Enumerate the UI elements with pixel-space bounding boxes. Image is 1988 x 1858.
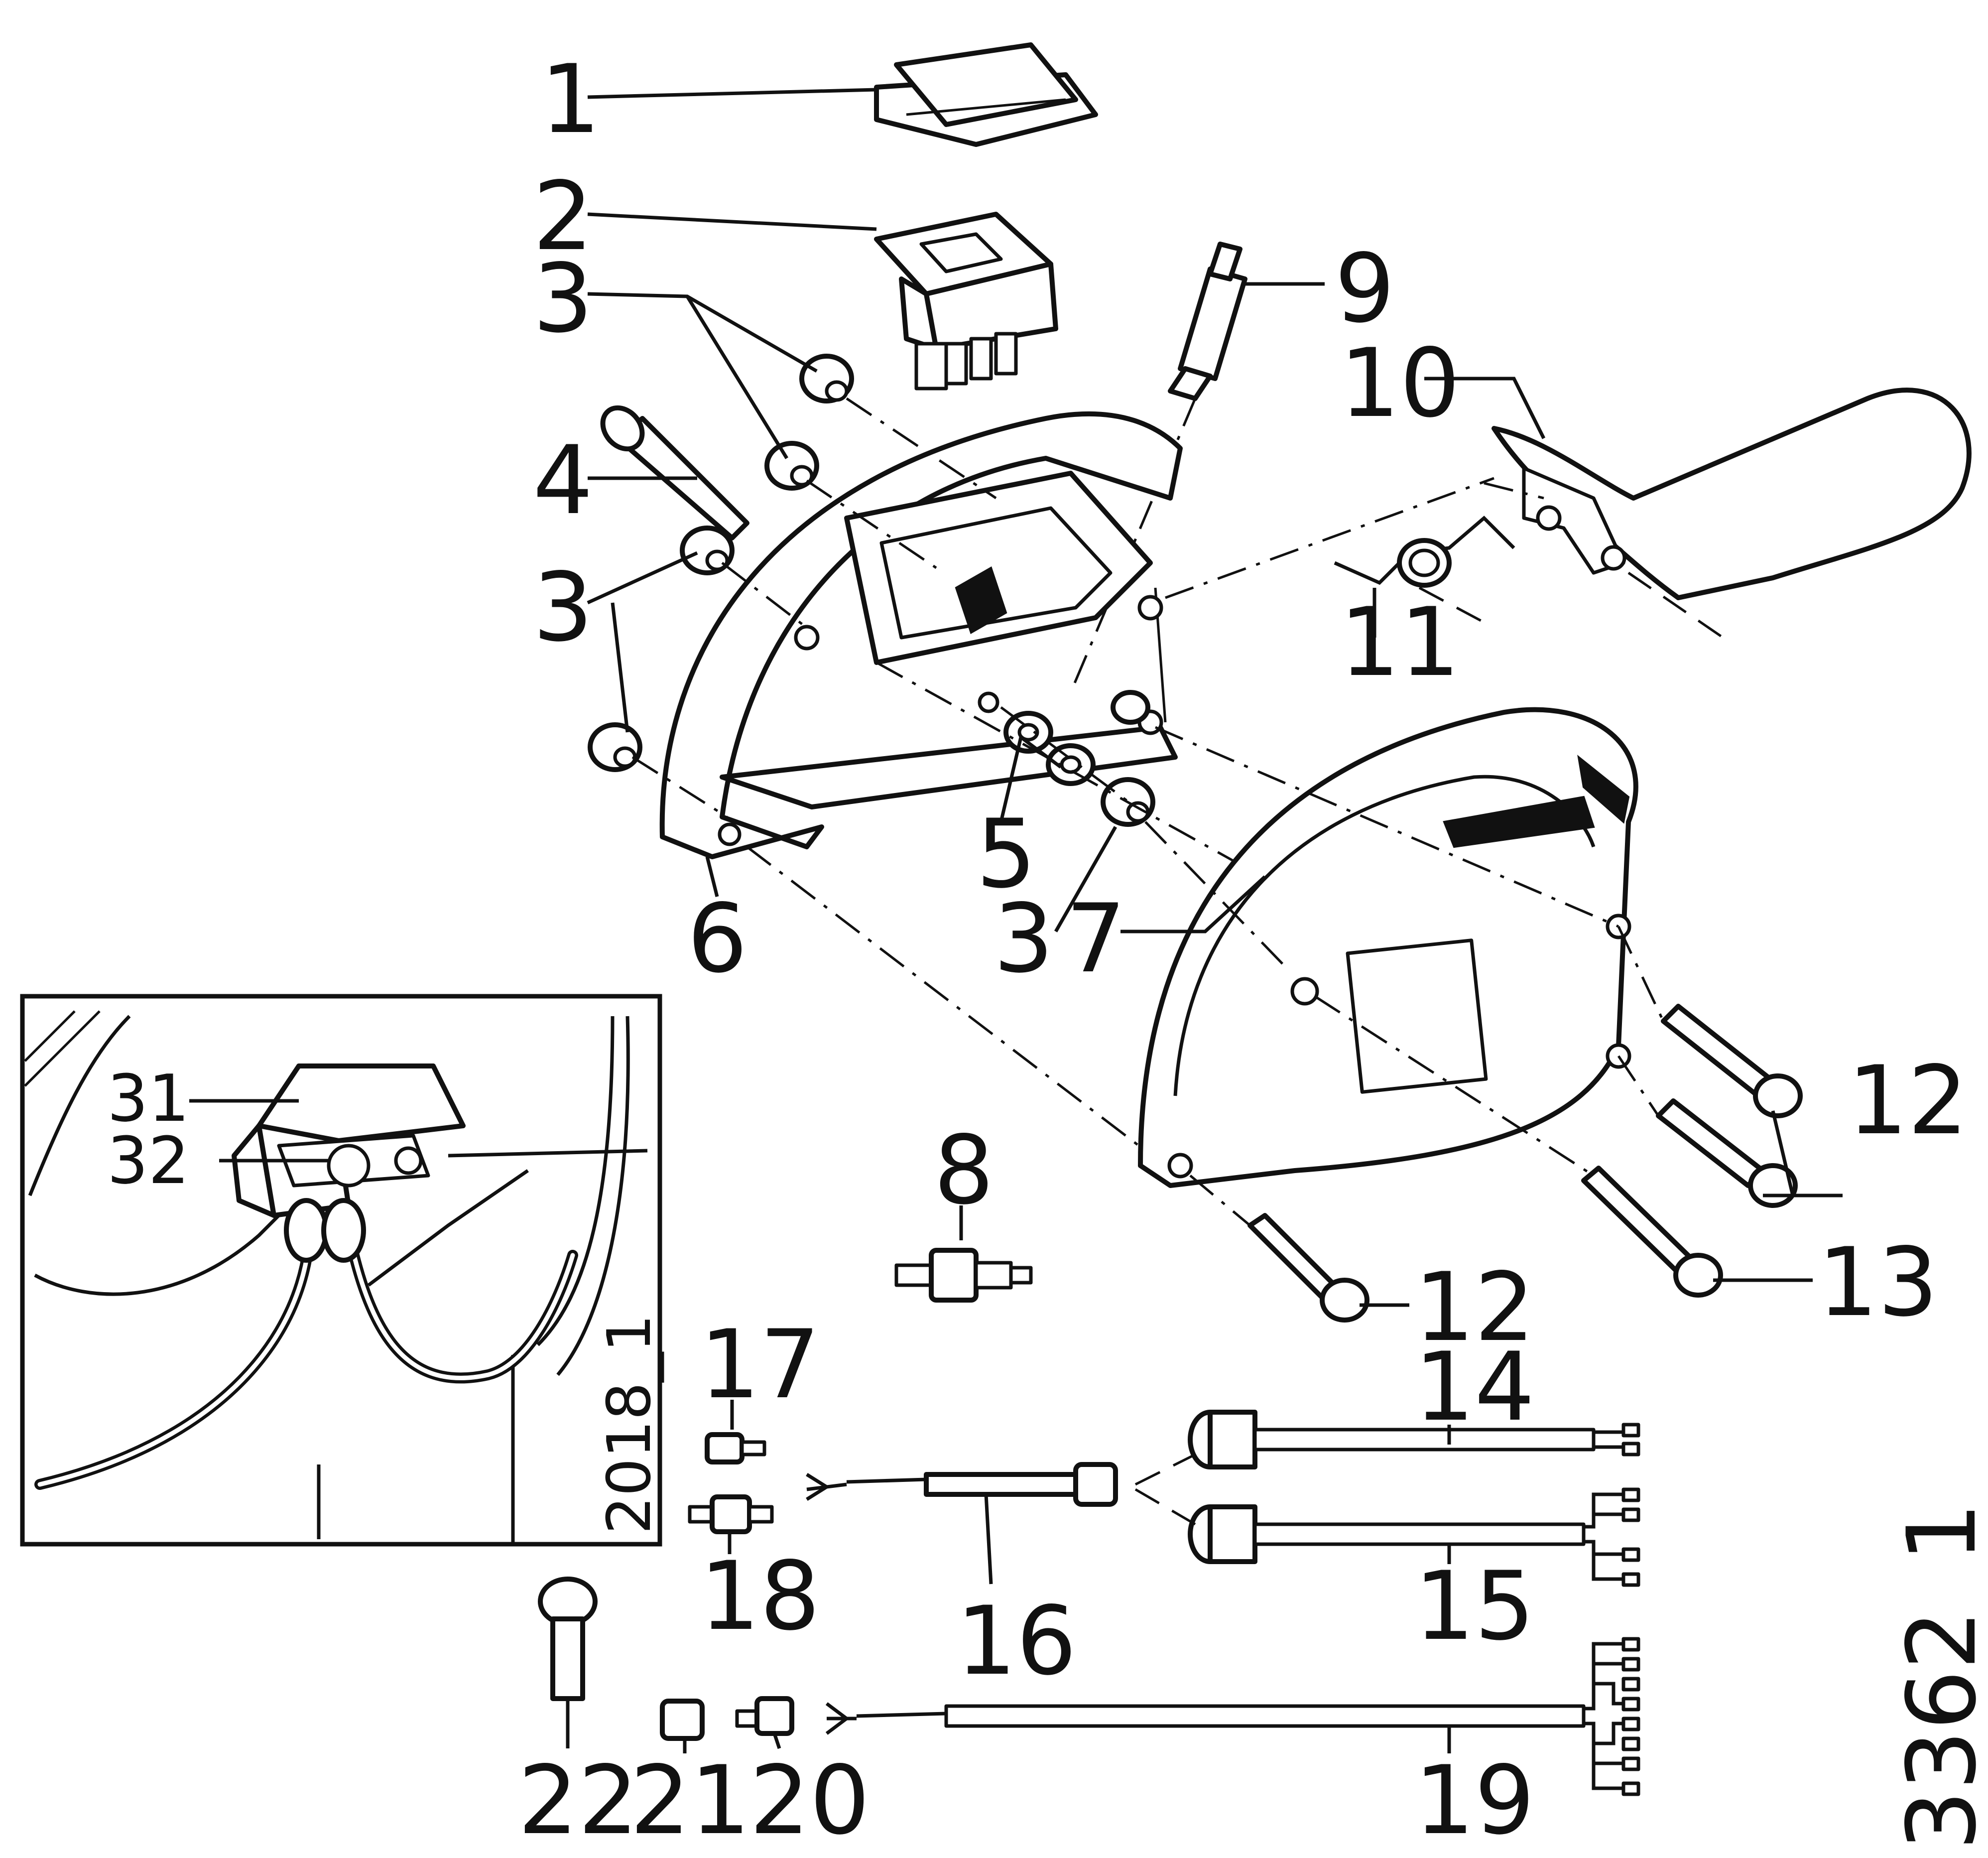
part-11-spring (1334, 516, 1515, 588)
callout-8: 8 (934, 1115, 994, 1225)
inset-ref-code: 2018_1 (595, 1314, 664, 1534)
part-21-sleeve (660, 1699, 705, 1741)
part-16-cable (806, 1462, 1118, 1507)
callout-21: 21 (630, 1745, 750, 1856)
inset-callout-31: 31 (107, 1061, 189, 1136)
part-8-sensor (894, 1248, 1033, 1303)
part-17-terminal (705, 1432, 766, 1464)
part-4-bolt (600, 405, 749, 540)
inset-callout-32: 32 (107, 1123, 189, 1198)
callout-4: 4 (533, 425, 593, 535)
part-22-screw (538, 1577, 598, 1701)
callout-9: 9 (1335, 234, 1395, 344)
callout-17: 17 (700, 1310, 820, 1420)
callout-22: 22 (518, 1745, 638, 1856)
callout-19: 19 (1414, 1745, 1535, 1856)
part-19-cable (825, 1637, 1640, 1796)
callout-14: 14 (1414, 1332, 1535, 1442)
callout-18: 18 (700, 1541, 820, 1651)
part-13-screw (1581, 1166, 1723, 1298)
part-12-screws (1247, 1004, 1803, 1323)
callout-2: 2 (533, 161, 593, 271)
part-10-lever (1491, 388, 1972, 600)
callout-3-lower: 3 (994, 884, 1054, 994)
callout-6: 6 (687, 884, 747, 994)
callout-3-upper: 3 (533, 244, 593, 354)
drawing-ref-code: 3362_1 (1887, 1502, 1988, 1851)
callout-1: 1 (540, 44, 601, 154)
callout-12-right: 12 (1848, 1046, 1968, 1156)
part-15-cable (1188, 1487, 1640, 1587)
part-3-nut-upper (588, 354, 1155, 827)
part-20-terminal (735, 1696, 794, 1736)
part-1-cover (874, 42, 1098, 147)
callout-20: 20 (749, 1745, 870, 1856)
callout-10: 10 (1340, 328, 1460, 438)
part-9-connector (1168, 242, 1247, 401)
callout-7: 7 (1066, 884, 1126, 994)
part-6-inner-housing (659, 411, 1183, 859)
part-7-outer-cover (1138, 707, 1638, 1188)
callout-3-middle: 3 (533, 552, 593, 663)
callout-15: 15 (1414, 1551, 1535, 1661)
part-callouts: 1 2 3 3 3 4 5 6 7 8 9 10 11 12 12 13 14 … (518, 44, 1968, 1856)
inset-detail: 31 32 2018_1 (20, 994, 664, 1547)
part-18-terminal (688, 1494, 774, 1534)
callout-11: 11 (1340, 587, 1460, 697)
callout-5: 5 (976, 799, 1036, 909)
part-2-switch (874, 212, 1058, 391)
part-5-washers (978, 691, 1096, 786)
callout-16: 16 (956, 1586, 1077, 1696)
part-14-cable (1188, 1410, 1640, 1469)
callout-13: 13 (1818, 1227, 1938, 1337)
callout-12-bottom: 12 (1414, 1252, 1535, 1362)
